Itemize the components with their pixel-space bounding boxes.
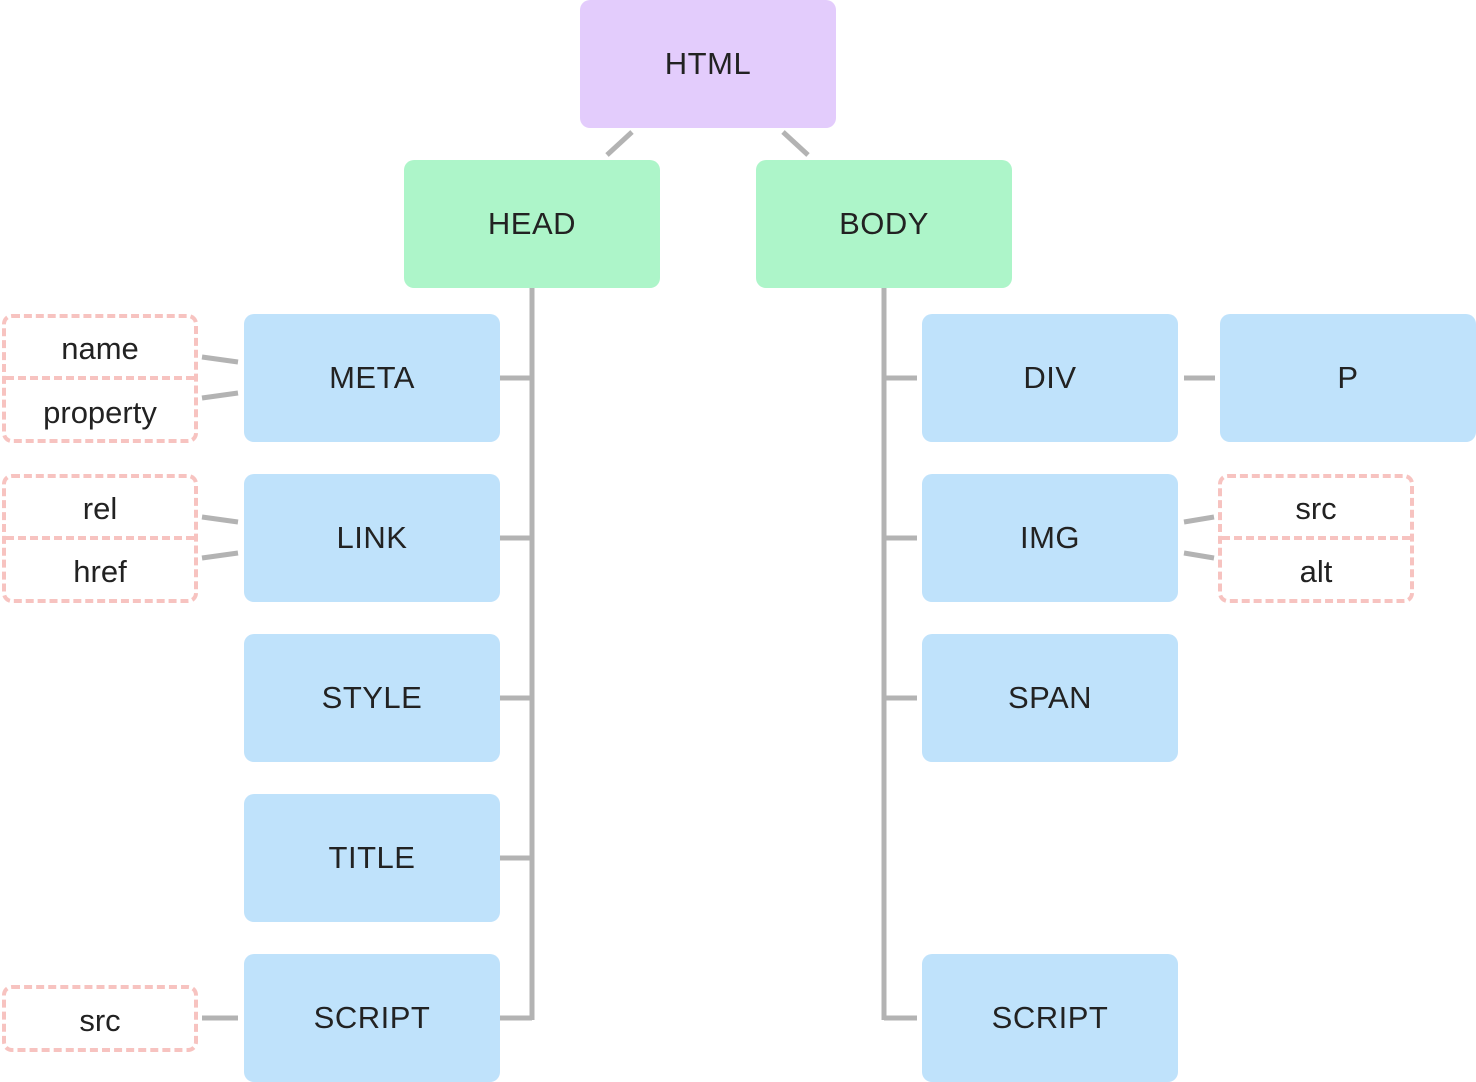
link-node-label: LINK bbox=[336, 520, 408, 555]
connector-img-alt bbox=[1183, 550, 1215, 561]
body-script-node-label: SCRIPT bbox=[991, 1000, 1109, 1035]
span-node: SPAN bbox=[922, 634, 1178, 762]
link-node: LINK bbox=[244, 474, 500, 602]
img-node-label: IMG bbox=[1019, 520, 1081, 555]
meta-node-label: META bbox=[329, 360, 415, 395]
link-attr-rel: rel bbox=[82, 491, 118, 526]
connector-html-head bbox=[605, 130, 634, 157]
connector-meta-name bbox=[201, 354, 239, 365]
style-node: STYLE bbox=[244, 634, 500, 762]
connector-img-src bbox=[1183, 514, 1215, 525]
img-node: IMG bbox=[922, 474, 1178, 602]
link-attr-href: href bbox=[73, 554, 127, 589]
div-node-label: DIV bbox=[1023, 360, 1077, 395]
head-script-node: SCRIPT bbox=[244, 954, 500, 1082]
script-attr-src: src bbox=[79, 1003, 121, 1038]
span-node-label: SPAN bbox=[1007, 680, 1093, 715]
meta-attr-name: name bbox=[61, 331, 139, 366]
meta-attributes: name property bbox=[2, 314, 198, 443]
body-node-label: BODY bbox=[839, 206, 929, 241]
connector-html-body bbox=[781, 130, 810, 157]
img-attr-alt: alt bbox=[1299, 554, 1333, 589]
connector-meta-property bbox=[201, 390, 239, 401]
meta-node: META bbox=[244, 314, 500, 442]
p-node: P bbox=[1220, 314, 1476, 442]
title-node: TITLE bbox=[244, 794, 500, 922]
title-node-label: TITLE bbox=[328, 840, 416, 875]
p-node-label: P bbox=[1337, 360, 1359, 395]
connector-link-rel bbox=[201, 514, 239, 525]
meta-attr-property: property bbox=[43, 395, 157, 430]
attr-divider bbox=[1222, 536, 1410, 540]
html-node: HTML bbox=[580, 0, 836, 128]
html-node-label: HTML bbox=[664, 46, 752, 81]
connector-link-href bbox=[201, 550, 239, 561]
script-attributes: src bbox=[2, 985, 198, 1052]
style-node-label: STYLE bbox=[321, 680, 423, 715]
head-script-node-label: SCRIPT bbox=[313, 1000, 431, 1035]
link-attributes: rel href bbox=[2, 474, 198, 603]
body-script-node: SCRIPT bbox=[922, 954, 1178, 1082]
attr-divider bbox=[6, 376, 194, 380]
head-node: HEAD bbox=[404, 160, 660, 288]
body-node: BODY bbox=[756, 160, 1012, 288]
img-attributes: src alt bbox=[1218, 474, 1414, 603]
div-node: DIV bbox=[922, 314, 1178, 442]
attr-divider bbox=[6, 536, 194, 540]
head-node-label: HEAD bbox=[487, 206, 577, 241]
img-attr-src: src bbox=[1295, 491, 1337, 526]
